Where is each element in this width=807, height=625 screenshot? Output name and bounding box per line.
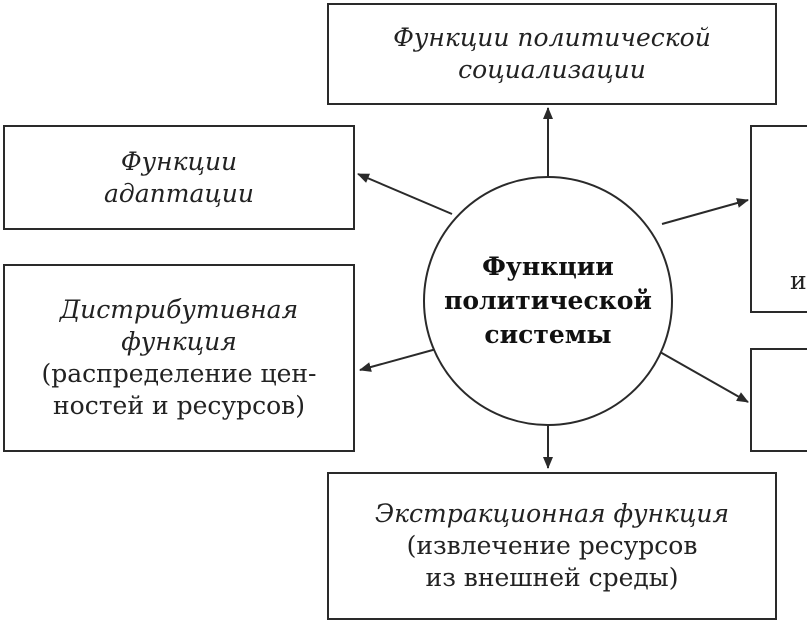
arrow-to-distributive bbox=[359, 347, 441, 372]
adaptation-line-1: Функции bbox=[120, 146, 238, 176]
adaptation-line-2: адаптации bbox=[103, 178, 254, 208]
arrow-to-right-upper bbox=[661, 198, 749, 225]
distributive-detail-1: (распределение цен- bbox=[41, 359, 317, 388]
adaptation-box: Функции адаптации bbox=[3, 125, 355, 230]
extraction-detail-1: (извлечение ресурсов bbox=[406, 531, 698, 560]
extraction-box: Экстракционная функция (извлечение ресур… bbox=[327, 472, 777, 620]
socialization-line-1: Функции политической bbox=[393, 23, 711, 52]
center-line-3: системы bbox=[484, 320, 612, 349]
arrow-to-adaptation bbox=[357, 173, 453, 215]
distributive-box: Дистрибутивная функция (распределение це… bbox=[3, 264, 355, 452]
center-circle: Функции политической системы bbox=[423, 176, 673, 426]
distributive-title-2: функция bbox=[121, 327, 237, 356]
socialization-box: Функции политической социализации bbox=[327, 3, 777, 105]
socialization-line-2: социализации bbox=[458, 55, 646, 84]
arrow-to-right-lower bbox=[659, 351, 749, 403]
center-line-1: Функции bbox=[482, 252, 614, 281]
right-upper-box-cropped: и bbox=[750, 125, 807, 313]
distributive-detail-2: ностей и ресурсов) bbox=[53, 391, 305, 420]
center-line-2: политической bbox=[444, 286, 652, 315]
right-upper-fragment: и bbox=[790, 266, 807, 295]
extraction-title-1: Экстракционная функция bbox=[374, 499, 730, 528]
right-lower-box-cropped bbox=[750, 348, 807, 452]
distributive-title-1: Дистрибутивная bbox=[59, 295, 299, 324]
extraction-detail-2: из внешней среды) bbox=[425, 563, 679, 592]
